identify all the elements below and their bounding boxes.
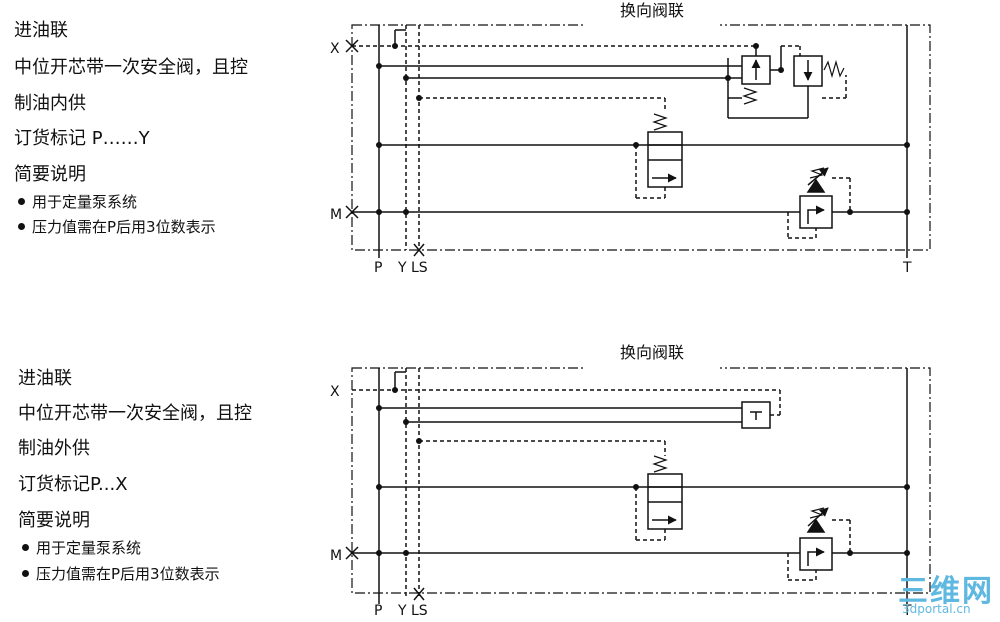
x-port-cross-icon <box>345 39 359 53</box>
relief-valve-body <box>793 55 823 87</box>
m-port-cross-icon <box>345 546 359 560</box>
port-label-p: P <box>374 260 382 276</box>
junction-dots <box>376 43 910 215</box>
bullet-dot-icon <box>22 570 29 577</box>
port-label-m: M <box>330 207 342 223</box>
port-label-x: X <box>330 384 340 400</box>
port-label-p: P <box>374 603 382 619</box>
section1-bullet-1: 用于定量泵系统 <box>18 191 137 212</box>
section1-heading: 进油联 <box>14 20 68 41</box>
diagram-title: 换向阀联 <box>620 1 684 20</box>
spring-icon <box>652 455 668 473</box>
section1-order-mark: 订货标记 P……Y <box>14 128 150 149</box>
ls-port-cross-icon <box>413 243 425 257</box>
section2-heading: 进油联 <box>18 368 72 389</box>
port-label-t: T <box>902 603 912 619</box>
junction-dots <box>376 387 910 556</box>
diagram-title: 换向阀联 <box>620 343 684 362</box>
section2-order-mark: 订货标记P...X <box>18 474 128 495</box>
section2-desc-line2: 制油外供 <box>18 438 90 459</box>
port-label-m: M <box>330 548 342 564</box>
port-label-y: Y <box>397 603 407 619</box>
watermark-brand: 三维网 <box>898 574 994 609</box>
valve-section-frame <box>351 24 931 251</box>
section1-desc-line1: 中位开芯带一次安全阀，且控 <box>14 57 248 78</box>
spring-icon <box>823 59 845 79</box>
valve-section-frame <box>351 367 931 594</box>
bullet-text: 压力值需在P后用3位数表示 <box>36 565 220 583</box>
section1-diagram: 换向阀联 <box>345 1 931 258</box>
bullet-dot-icon <box>22 544 29 551</box>
port-label-x: X <box>330 41 340 57</box>
bullet-text: 用于定量泵系统 <box>36 539 142 557</box>
spring-icon <box>809 167 825 179</box>
bullet-text: 用于定量泵系统 <box>32 193 138 211</box>
section2-bullet-2: 压力值需在P后用3位数表示 <box>22 563 220 584</box>
main-relief-valve <box>799 537 833 571</box>
section2-desc-line1: 中位开芯带一次安全阀，且控 <box>18 403 252 424</box>
port-label-ls: LS <box>411 603 428 619</box>
section1-bullet-2: 压力值需在P后用3位数表示 <box>18 216 216 237</box>
port-label-ls: LS <box>411 260 428 276</box>
spring-icon <box>742 87 758 105</box>
section1-desc-line2: 制油内供 <box>14 93 86 114</box>
bullet-dot-icon <box>18 198 25 205</box>
m-port-cross-icon <box>345 205 359 219</box>
section1-summary-title: 简要说明 <box>14 164 86 185</box>
section2-diagram: 换向阀联 <box>345 343 931 604</box>
bullet-dot-icon <box>18 223 25 230</box>
ls-port-cross-icon <box>413 587 425 601</box>
section2-summary-title: 简要说明 <box>18 510 90 531</box>
section2-bullet-1: 用于定量泵系统 <box>22 537 141 558</box>
main-relief-valve <box>799 195 833 229</box>
blocking-plug <box>741 401 771 429</box>
bullet-text: 压力值需在P后用3位数表示 <box>32 218 216 236</box>
spring-icon <box>652 113 668 131</box>
port-label-t: T <box>902 260 912 276</box>
port-label-y: Y <box>397 260 407 276</box>
watermark-url: 3dportal.cn <box>902 602 971 616</box>
spring-icon <box>809 507 825 519</box>
